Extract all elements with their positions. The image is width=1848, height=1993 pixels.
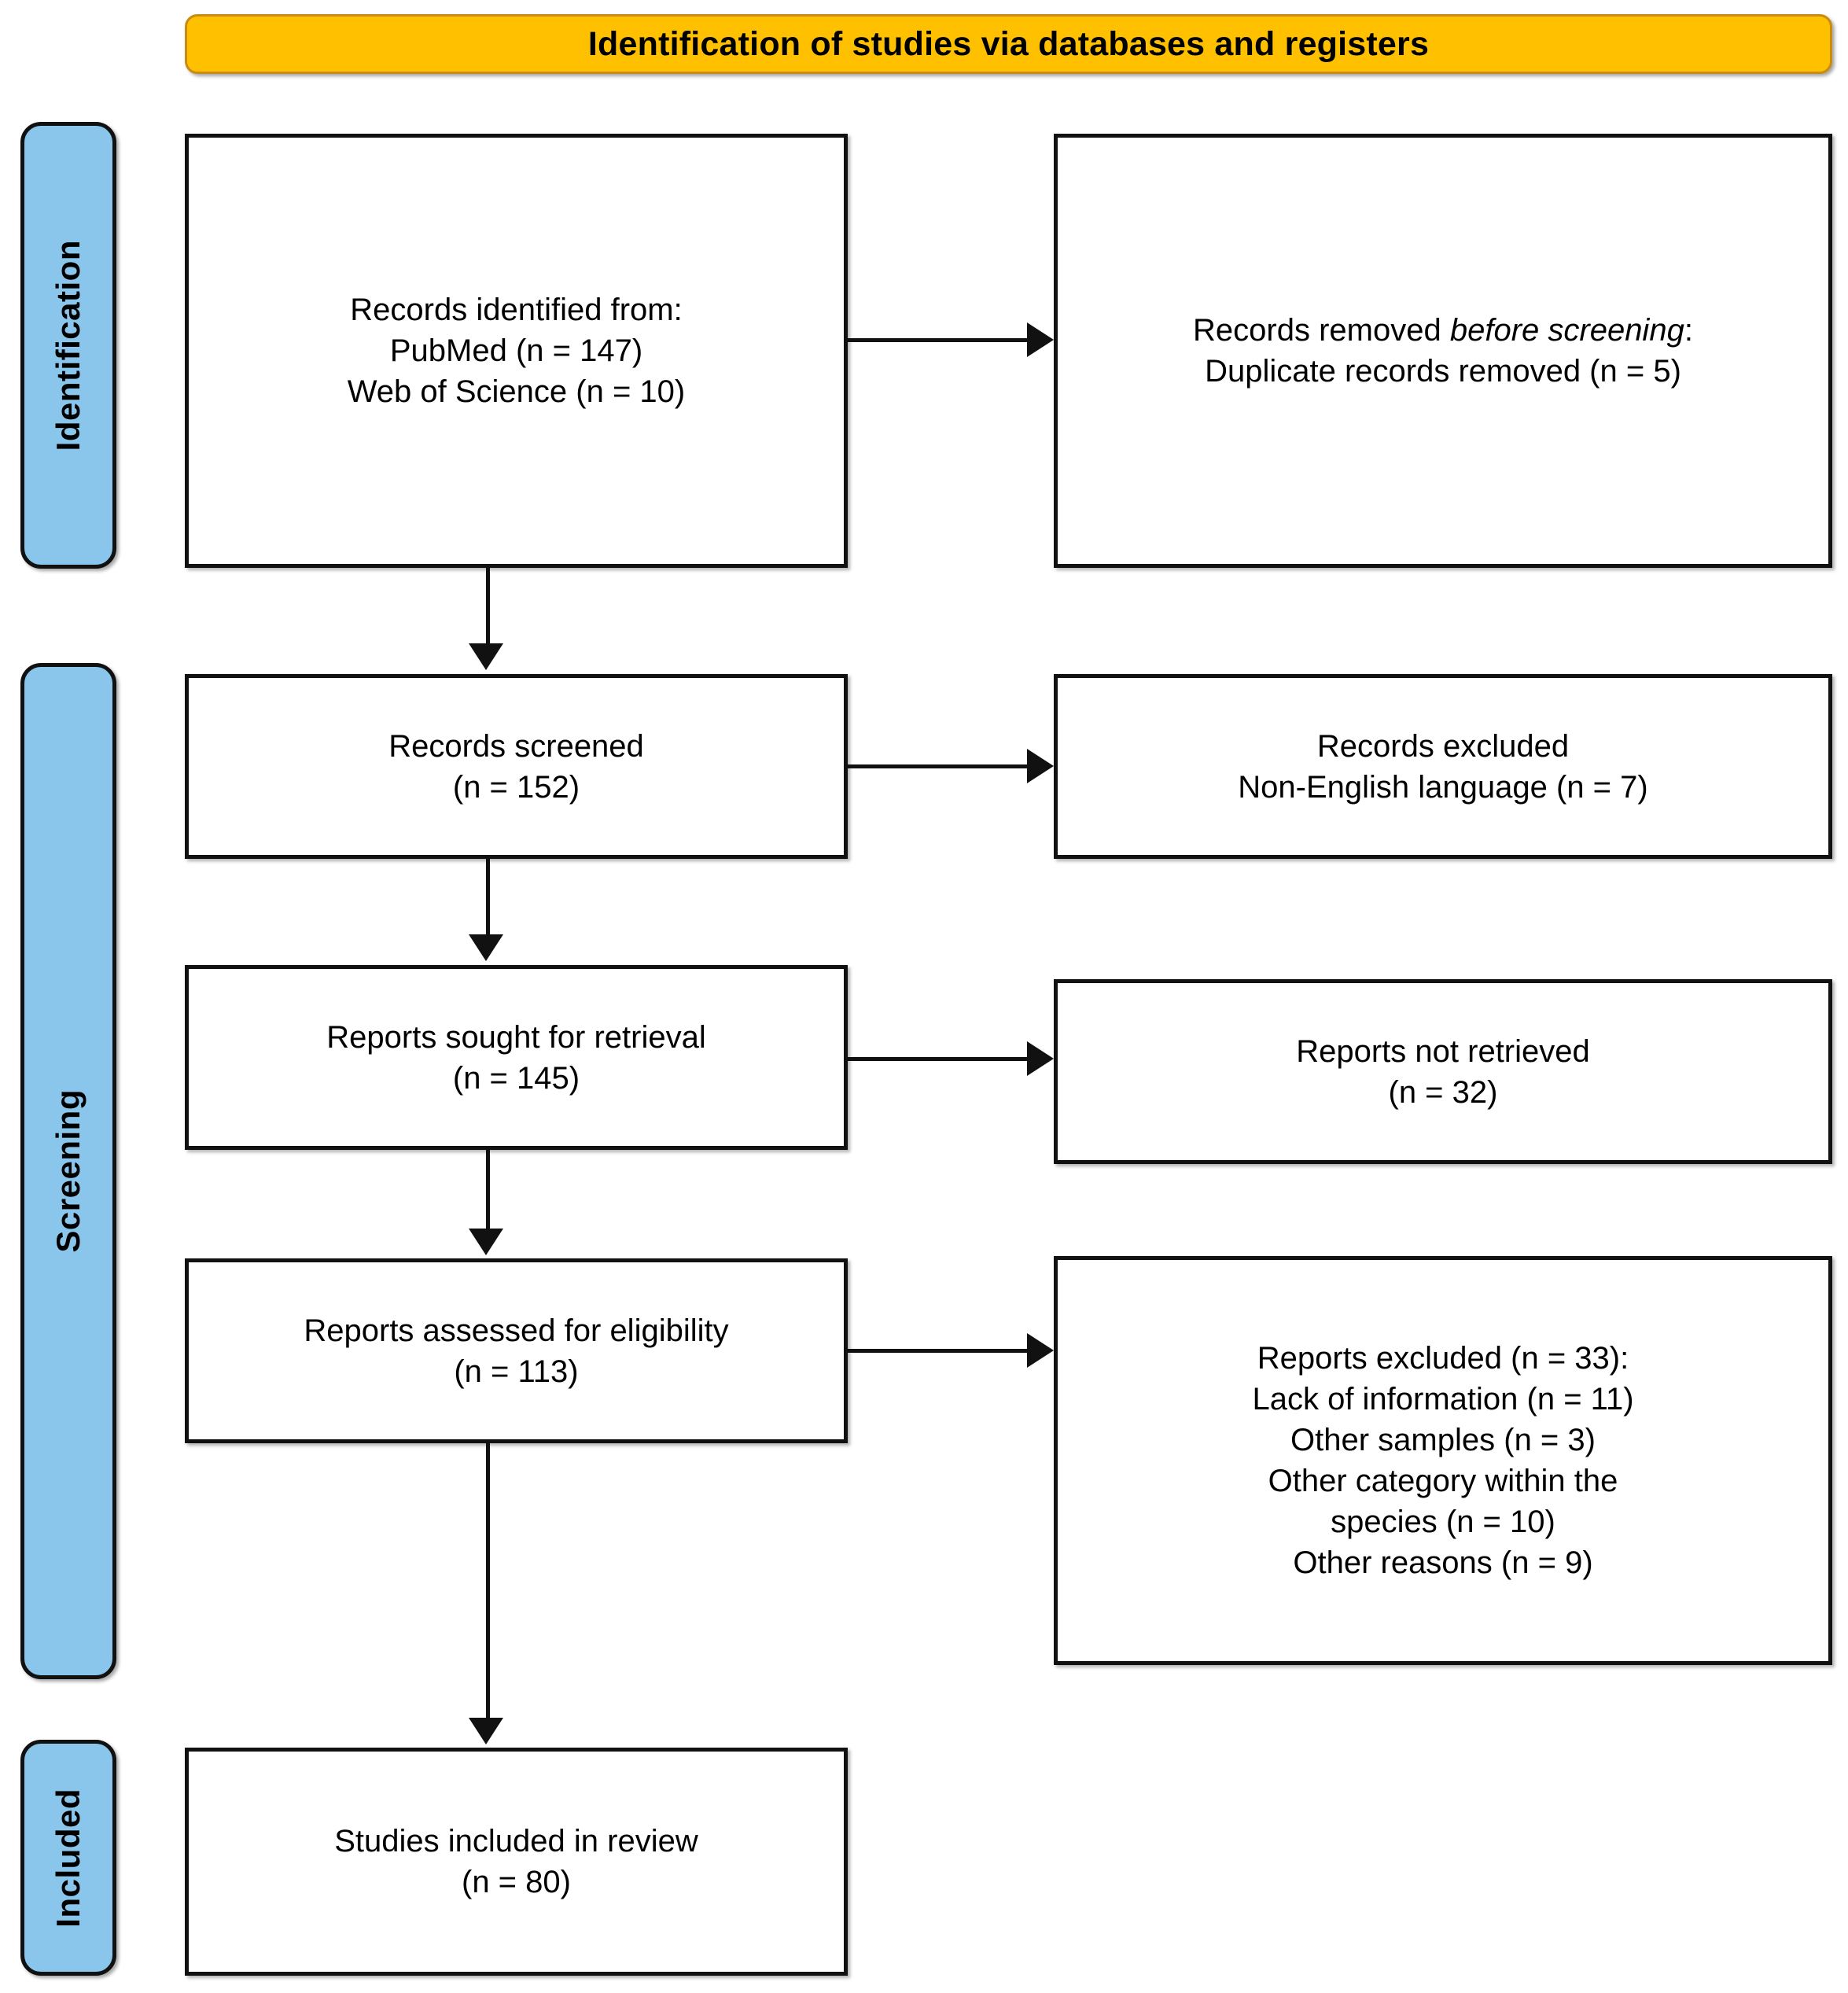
reports-excluded-line-2: Lack of information (n = 11) (1252, 1382, 1634, 1416)
reports-excluded-line-3: Other samples (n = 3) (1290, 1423, 1596, 1457)
box-records-excluded: Records excluded Non-English language (n… (1054, 674, 1832, 859)
connector-identified-to-removed-line (848, 338, 1030, 342)
box-reports-sought: Reports sought for retrieval (n = 145) (185, 965, 848, 1150)
box-records-identified: Records identified from: PubMed (n = 147… (185, 134, 848, 568)
arrow-down-icon-sought-to-assessed (469, 1229, 503, 1255)
reports-excluded-line-1: Reports excluded (n = 33): (1257, 1341, 1629, 1376)
connector-screened-to-sought-line (486, 859, 490, 937)
arrow-right-icon-sought-to-notretrieved (1027, 1041, 1054, 1076)
records-removed-italic: before screening (1449, 313, 1684, 348)
connector-screened-to-excluded-line (848, 764, 1030, 768)
connector-identified-to-screened-line (486, 568, 490, 647)
reports-sought-line-2: (n = 145) (452, 1060, 580, 1096)
reports-excluded-line-4: Other category within the (1268, 1464, 1618, 1498)
records-identified-line-3: Web of Science (n = 10) (347, 374, 686, 409)
diagram-header-banner: Identification of studies via databases … (185, 14, 1832, 74)
reports-assessed-line-2: (n = 113) (454, 1354, 579, 1389)
connector-sought-to-assessed-line (486, 1150, 490, 1232)
stage-label-identification: Identification (20, 122, 116, 569)
box-records-screened: Records screened (n = 152) (185, 674, 848, 859)
arrow-down-icon-assessed-to-included (469, 1718, 503, 1744)
reports-excluded-line-6: Other reasons (n = 9) (1293, 1545, 1593, 1580)
connector-assessed-to-included-line (486, 1443, 490, 1721)
box-reports-assessed-text: Reports assessed for eligibility (n = 11… (291, 1310, 741, 1392)
records-identified-line-1: Records identified from: (350, 293, 683, 327)
reports-not-retrieved-line-1: Reports not retrieved (1296, 1033, 1590, 1069)
records-removed-line-2: Duplicate records removed (n = 5) (1205, 354, 1681, 389)
stage-label-screening: Screening (20, 663, 116, 1679)
box-reports-not-retrieved-text: Reports not retrieved (n = 32) (1283, 1031, 1603, 1113)
records-removed-suffix: : (1684, 313, 1693, 348)
arrow-right-icon-screened-to-excluded (1027, 749, 1054, 783)
stage-label-included: Included (20, 1740, 116, 1976)
box-reports-not-retrieved: Reports not retrieved (n = 32) (1054, 979, 1832, 1164)
records-screened-line-2: (n = 152) (452, 769, 580, 805)
arrow-down-icon-screened-to-sought (469, 934, 503, 961)
connector-sought-to-notretrieved-line (848, 1057, 1030, 1061)
studies-included-line-1: Studies included in review (334, 1824, 698, 1859)
connector-assessed-to-reportsexcluded-line (848, 1349, 1030, 1353)
box-records-excluded-text: Records excluded Non-English language (n… (1225, 726, 1660, 808)
box-studies-included-text: Studies included in review (n = 80) (322, 1821, 710, 1903)
diagram-title: Identification of studies via databases … (587, 24, 1430, 63)
records-removed-line-1: Records removed before screening: (1193, 310, 1693, 351)
stage-label-screening-text: Screening (50, 1089, 87, 1253)
box-records-removed-text: Records removed before screening: Duplic… (1180, 310, 1706, 392)
records-excluded-line-2: Non-English language (n = 7) (1238, 769, 1648, 805)
stage-label-included-text: Included (50, 1788, 87, 1928)
studies-included-line-2: (n = 80) (462, 1865, 571, 1899)
arrow-right-icon-identified-to-removed (1027, 322, 1054, 357)
box-reports-excluded: Reports excluded (n = 33): Lack of infor… (1054, 1256, 1832, 1665)
box-records-identified-text: Records identified from: PubMed (n = 147… (335, 289, 698, 412)
records-identified-line-2: PubMed (n = 147) (389, 333, 643, 368)
box-records-screened-text: Records screened (n = 152) (376, 726, 657, 808)
box-records-removed: Records removed before screening: Duplic… (1054, 134, 1832, 568)
box-reports-excluded-text: Reports excluded (n = 33): Lack of infor… (1239, 1338, 1646, 1583)
records-excluded-line-1: Records excluded (1316, 728, 1570, 764)
reports-excluded-line-5: species (n = 10) (1331, 1505, 1555, 1539)
reports-assessed-line-1: Reports assessed for eligibility (304, 1313, 729, 1348)
reports-not-retrieved-line-2: (n = 32) (1388, 1074, 1498, 1110)
records-screened-line-1: Records screened (388, 728, 644, 764)
box-reports-sought-text: Reports sought for retrieval (n = 145) (314, 1017, 718, 1099)
box-studies-included: Studies included in review (n = 80) (185, 1748, 848, 1976)
arrow-down-icon-identified-to-screened (469, 643, 503, 670)
box-reports-assessed: Reports assessed for eligibility (n = 11… (185, 1258, 848, 1443)
records-removed-prefix: Records removed (1193, 313, 1450, 348)
stage-label-identification-text: Identification (50, 239, 87, 451)
arrow-right-icon-assessed-to-reportsexcluded (1027, 1333, 1054, 1368)
reports-sought-line-1: Reports sought for retrieval (326, 1019, 706, 1055)
